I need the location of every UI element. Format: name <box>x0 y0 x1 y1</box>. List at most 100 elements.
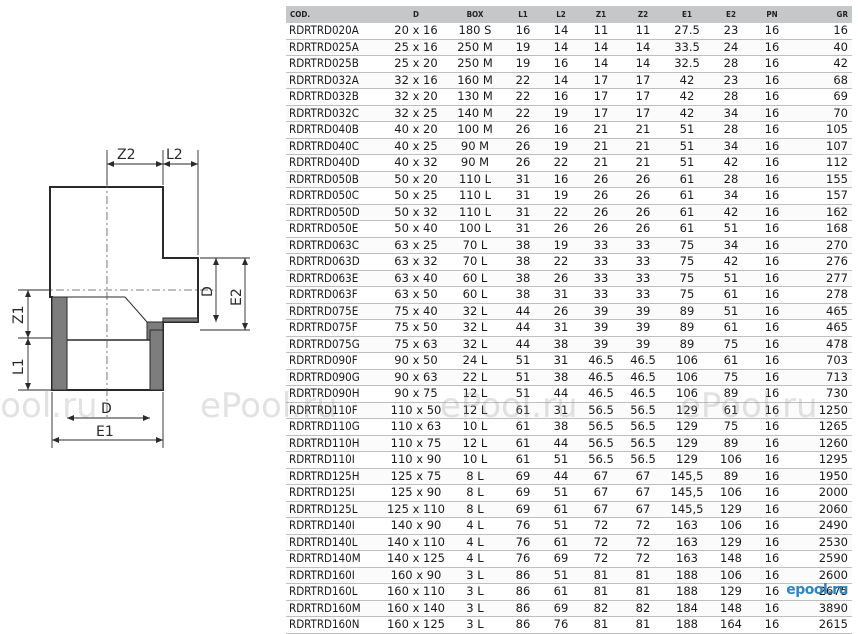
arrow <box>213 258 219 265</box>
table-cell: 31 <box>504 204 542 221</box>
table-cell: 60 L <box>446 286 504 304</box>
table-cell: 75 <box>664 237 710 254</box>
table-cell: 14 <box>542 39 580 56</box>
table-cell: 39 <box>580 336 622 353</box>
table-cell: 44 <box>542 435 580 452</box>
table-cell: 50 x 40 <box>386 220 446 238</box>
product-code-cell: RDRTRD140I <box>286 517 386 535</box>
table-cell: 46.5 <box>622 352 664 370</box>
table-cell: 162 <box>792 204 852 221</box>
table-cell: 21 <box>580 138 622 155</box>
table-cell: 75 x 40 <box>386 303 446 320</box>
table-cell: 34 <box>710 138 752 155</box>
table-cell: 163 <box>664 517 710 535</box>
table-cell: 129 <box>710 583 752 601</box>
table-cell: 56.5 <box>622 418 664 436</box>
table-cell: 26 <box>542 303 580 320</box>
table-cell: 112 <box>792 154 852 172</box>
table-cell: 3 L <box>446 600 504 617</box>
table-cell: 76 <box>504 517 542 535</box>
table-cell: 69 <box>504 484 542 502</box>
table-cell: 110 x 50 <box>386 402 446 419</box>
table-cell: 46.5 <box>580 352 622 370</box>
table-cell: 28 <box>710 55 752 73</box>
table-cell: 56.5 <box>580 435 622 452</box>
table-cell: 16 <box>752 138 792 155</box>
table-cell: 100 M <box>446 121 504 139</box>
table-cell: 38 <box>504 286 542 304</box>
table-cell: 160 M <box>446 72 504 89</box>
table-cell: 51 <box>664 138 710 155</box>
table-cell: 90 M <box>446 138 504 155</box>
product-code-cell: RDRTRD125H <box>286 468 386 485</box>
table-cell: 46.5 <box>622 369 664 386</box>
arrow <box>25 290 31 297</box>
table-cell: 16 <box>752 435 792 452</box>
table-cell: 82 <box>622 600 664 617</box>
column-header: L2 <box>542 6 580 23</box>
column-header: L1 <box>504 6 542 23</box>
table-cell: 90 x 50 <box>386 352 446 370</box>
table-cell: 26 <box>580 220 622 238</box>
table-cell: 164 <box>710 616 752 634</box>
table-cell: 63 x 32 <box>386 253 446 271</box>
table-cell: 70 <box>792 105 852 122</box>
table-cell: 21 <box>580 154 622 172</box>
table-cell: 8 L <box>446 484 504 502</box>
table-cell: 16 <box>752 402 792 419</box>
table-cell: 56.5 <box>580 418 622 436</box>
table-cell: 21 <box>622 121 664 139</box>
column-header: PN <box>752 6 792 23</box>
table-cell: 33 <box>580 270 622 287</box>
table-cell: 25 x 20 <box>386 55 446 73</box>
epool-logo: epool.ru <box>786 582 848 598</box>
table-cell: 26 <box>580 187 622 205</box>
table-cell: 90 M <box>446 154 504 172</box>
table-cell: 34 <box>710 105 752 122</box>
table-cell: 16 <box>792 23 852 40</box>
table-cell: 72 <box>622 534 664 551</box>
table-cell: 17 <box>622 72 664 89</box>
table-cell: 81 <box>622 583 664 601</box>
table-cell: 4 L <box>446 550 504 568</box>
table-cell: 40 <box>792 39 852 56</box>
product-code-cell: RDRTRD160M <box>286 600 386 617</box>
product-code-cell: RDRTRD050C <box>286 187 386 205</box>
table-cell: 89 <box>664 319 710 337</box>
label-l2: L2 <box>166 147 183 163</box>
table-cell: 76 <box>542 616 580 634</box>
table-cell: 61 <box>664 187 710 205</box>
table-cell: 250 M <box>446 39 504 56</box>
table-cell: 16 <box>752 616 792 634</box>
table-cell: 188 <box>664 583 710 601</box>
table-cell: 81 <box>580 567 622 584</box>
table-cell: 106 <box>664 369 710 386</box>
table-cell: 1250 <box>792 402 852 419</box>
table-cell: 106 <box>664 352 710 370</box>
table-cell: 67 <box>622 468 664 485</box>
table-cell: 67 <box>580 501 622 518</box>
table-cell: 26 <box>622 187 664 205</box>
table-cell: 61 <box>504 402 542 419</box>
arrow <box>191 161 198 167</box>
table-cell: 129 <box>710 501 752 518</box>
product-code-cell: RDRTRD125L <box>286 501 386 518</box>
table-cell: 51 <box>504 385 542 403</box>
table-cell: 90 x 63 <box>386 369 446 386</box>
table-cell: 31 <box>504 220 542 238</box>
table-cell: 250 M <box>446 55 504 73</box>
table-cell: 16 <box>752 451 792 469</box>
table-cell: 276 <box>792 253 852 271</box>
table-cell: 22 <box>504 88 542 106</box>
table-cell: 19 <box>542 105 580 122</box>
table-cell: 50 x 25 <box>386 187 446 205</box>
arrow <box>67 415 74 421</box>
